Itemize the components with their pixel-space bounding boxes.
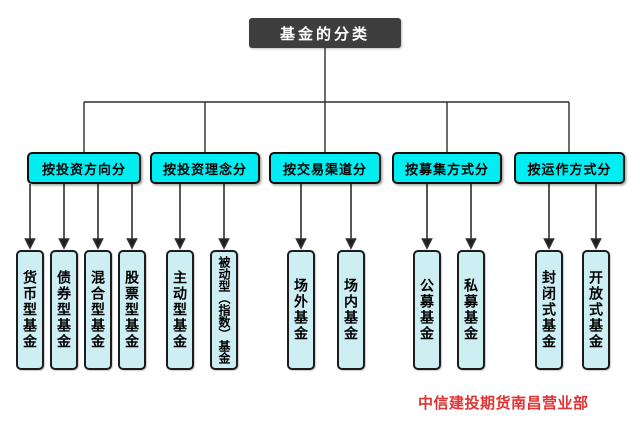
category-by-investment-philosophy: 按投资理念分	[150, 152, 260, 184]
leaf-bond-fund: 债券型基金	[50, 250, 78, 370]
tree-branch-lines	[83, 48, 570, 152]
category-by-investment-direction: 按投资方向分	[27, 152, 141, 184]
leaf-otc-fund: 场外基金	[287, 250, 315, 370]
leaf-closed-end-fund: 封闭式基金	[535, 250, 563, 370]
watermark-text: 中信建投期货南昌营业部	[418, 395, 589, 412]
leaf-stock-fund: 股票型基金	[118, 250, 146, 370]
leaf-private-offering-fund: 私募基金	[457, 250, 485, 370]
leaf-active-fund: 主动型基金	[166, 250, 194, 370]
leaf-public-offering-fund: 公募基金	[413, 250, 441, 370]
category-by-trading-channel: 按交易渠道分	[269, 152, 381, 184]
leaf-money-market-fund: 货币型基金	[16, 250, 44, 370]
leaf-passive-index-fund: 被动型（指数）基金	[210, 250, 238, 370]
category-by-operation-mode: 按运作方式分	[514, 152, 625, 184]
leaf-hybrid-fund: 混合型基金	[84, 250, 112, 370]
root-node-fund-classification: 基金的分类	[249, 18, 401, 48]
arrow-connectors	[24, 184, 602, 250]
leaf-open-end-fund: 开放式基金	[582, 250, 610, 370]
category-by-fundraising-method: 按募集方式分	[392, 152, 502, 184]
leaf-exchange-fund: 场内基金	[337, 250, 365, 370]
